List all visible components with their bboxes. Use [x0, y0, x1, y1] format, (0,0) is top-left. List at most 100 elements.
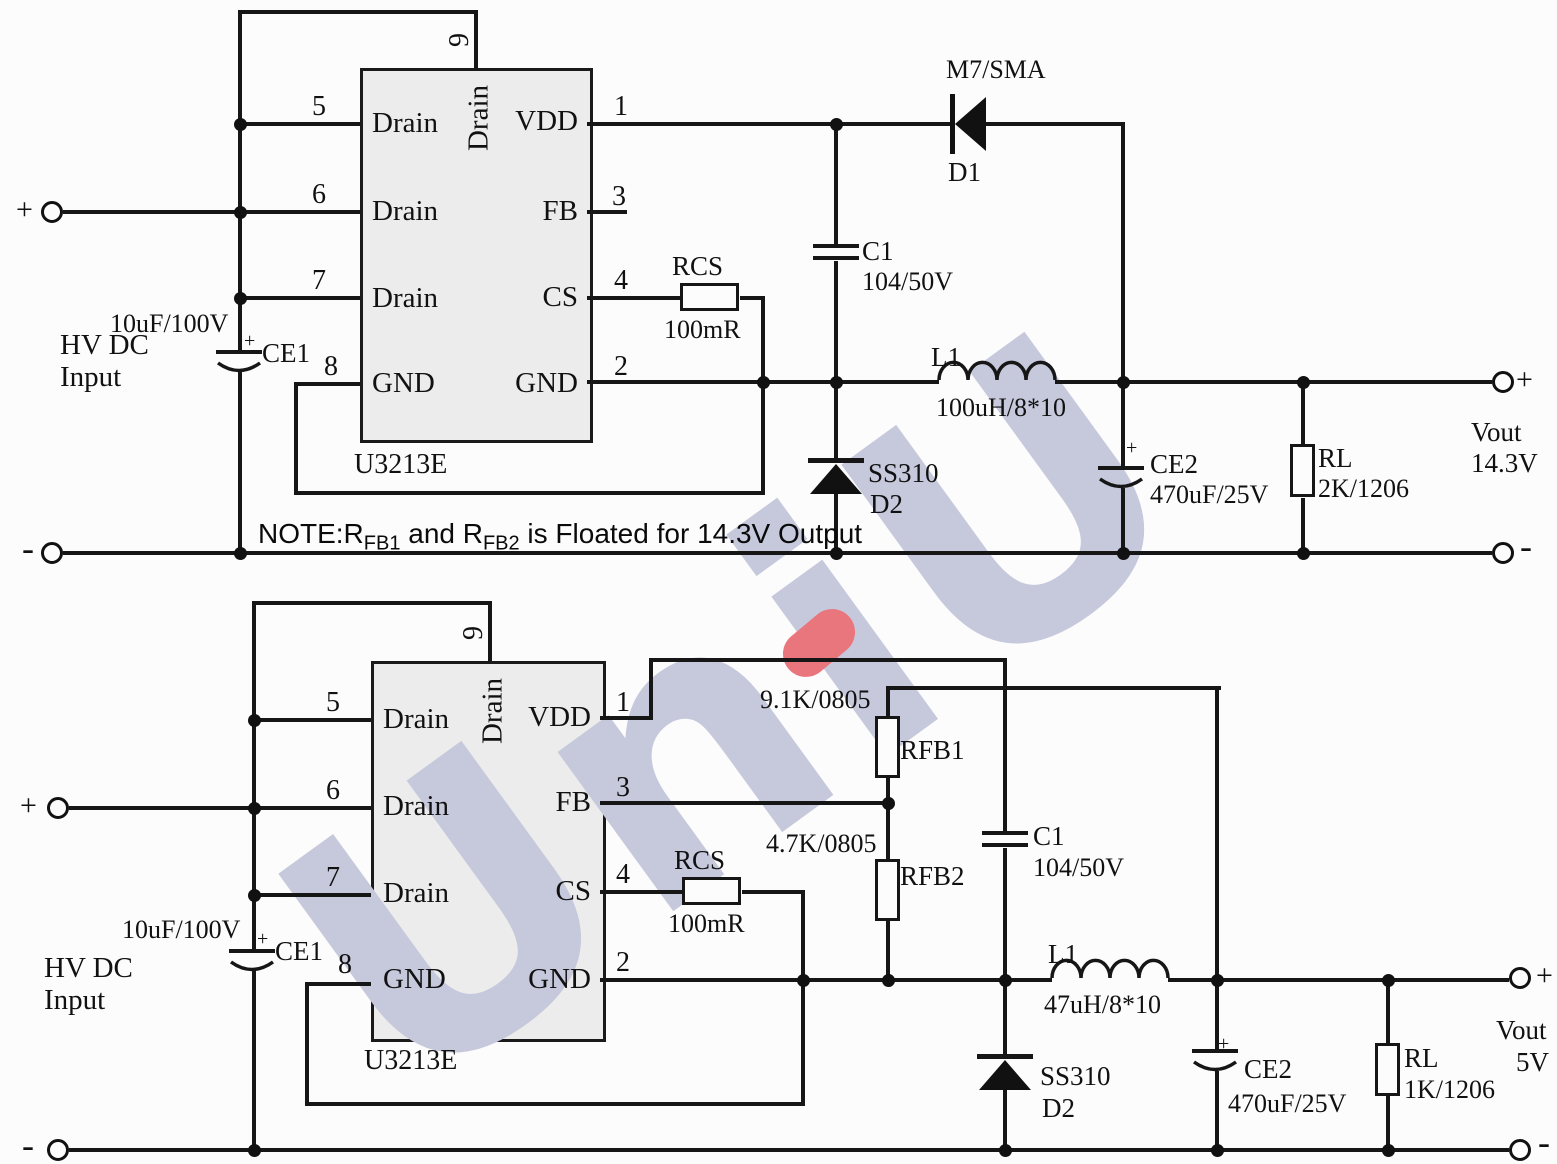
pin-label-drain: Drain — [383, 877, 450, 909]
pin-label-gnd: GND — [372, 367, 435, 399]
rcs-label: RCS — [672, 251, 724, 281]
wire-gnd-loop — [305, 982, 309, 1106]
terminal-input-plus — [41, 201, 63, 223]
wire-rl-bottom — [1301, 498, 1305, 555]
pin-label-gnd: GND — [515, 367, 578, 399]
terminal-output-minus — [1492, 542, 1514, 564]
pin-label-cs: CS — [555, 875, 591, 907]
wire-pin8 — [307, 982, 371, 986]
wire-pin9 — [474, 10, 478, 68]
hv-input-label: Input — [60, 361, 122, 393]
l1-value: 47uH/8*10 — [1044, 990, 1161, 1019]
wire-pin3-stub — [587, 210, 627, 214]
wire-rfb1-top — [886, 686, 890, 718]
junction-dot — [1297, 547, 1310, 560]
wire-rcs-return — [761, 296, 765, 495]
vout-value: 14.3V — [1471, 448, 1538, 478]
terminal-output-plus — [1509, 967, 1531, 989]
wire-feedback-sense — [1215, 686, 1219, 982]
hv-dc-label: HV DC — [44, 952, 133, 984]
junction-dot — [248, 802, 261, 815]
junction-dot — [999, 1144, 1012, 1157]
wire-rl-top — [1386, 978, 1390, 1043]
ce1-value: 10uF/100V — [122, 915, 241, 944]
wire-rfb1-bottom — [886, 776, 890, 805]
wire-pin6 — [63, 210, 360, 214]
wire-rfb2-bottom — [886, 919, 890, 982]
wire-ce2-top — [1121, 380, 1125, 468]
wire-c1-bottom — [1003, 848, 1007, 982]
wire-rfb2-top — [886, 803, 890, 861]
cap-ce1-curved-plate — [229, 960, 275, 972]
wire-pin5 — [254, 718, 371, 722]
rcs-value: 100mR — [668, 909, 745, 938]
junction-dot — [234, 118, 247, 131]
wire — [740, 296, 763, 300]
pin-label-fb: FB — [542, 195, 578, 227]
pin-label-drain-rotated: Drain — [462, 84, 495, 152]
ce1-plus-sign: + — [244, 330, 256, 352]
diode-d2-bar — [977, 1054, 1033, 1059]
wire-pin7 — [240, 296, 360, 300]
wire — [984, 122, 1125, 126]
ce2-plus-sign: + — [1126, 437, 1138, 459]
pin-number-9: 9 — [444, 33, 475, 47]
rcs-label: RCS — [674, 845, 726, 875]
vout-value: 5V — [1516, 1047, 1549, 1077]
wire-ce2-top — [1215, 978, 1219, 1051]
note-sub-fb1: FB1 — [363, 532, 401, 555]
pin-number-6: 6 — [326, 775, 340, 806]
cap-ce2-curved-plate — [1098, 477, 1144, 489]
wire-pin4 — [587, 296, 680, 300]
pin-label-drain: Drain — [372, 282, 439, 314]
rl-label: RL — [1318, 443, 1353, 473]
d2-part: SS310 — [1040, 1061, 1111, 1091]
pin-number-8: 8 — [338, 949, 352, 980]
wire-c1-top — [1003, 658, 1007, 833]
pin-number-1: 1 — [614, 91, 628, 122]
junction-dot — [1211, 974, 1224, 987]
pin-number-3: 3 — [616, 772, 630, 803]
wire — [252, 971, 256, 1152]
junction-dot — [830, 376, 843, 389]
pin-label-cs: CS — [542, 281, 578, 313]
wire-rl-top — [1301, 380, 1305, 444]
diode-d2 — [979, 1060, 1031, 1090]
cap-c1-plate — [813, 244, 859, 248]
wire-pin7 — [254, 893, 371, 897]
pin-label-vdd: VDD — [515, 105, 578, 137]
l1-label: L1 — [1048, 939, 1078, 969]
wire — [649, 658, 653, 720]
cap-c1-plate — [813, 256, 859, 260]
ce2-value: 470uF/25V — [1150, 480, 1269, 509]
ic-u3213e-top — [360, 68, 593, 443]
junction-dot — [1297, 376, 1310, 389]
rl-label: RL — [1404, 1043, 1439, 1073]
cap-c1-plate — [982, 831, 1028, 835]
output-minus-sign: - — [1538, 1122, 1550, 1162]
wire-d1-return — [1121, 122, 1125, 382]
wire-ground-rail — [63, 551, 1492, 555]
ce2-label: CE2 — [1244, 1054, 1293, 1084]
cap-ce2-plate — [1192, 1049, 1238, 1053]
junction-dot — [1117, 376, 1130, 389]
terminal-input-plus — [47, 797, 69, 819]
hv-dc-label: HV DC — [60, 329, 149, 361]
l1-value: 100uH/8*10 — [936, 393, 1066, 422]
terminal-input-minus — [41, 542, 63, 564]
wire-switch-rail — [600, 978, 1052, 982]
pin-number-4: 4 — [614, 265, 628, 296]
wire-ground-rail — [69, 1148, 1509, 1152]
terminal-output-minus — [1509, 1139, 1531, 1161]
pin-number-2: 2 — [616, 947, 630, 978]
wire-rcs-return — [801, 890, 805, 1106]
ce1-value: 10uF/100V — [110, 309, 229, 338]
cap-ce2-plate — [1098, 466, 1144, 470]
watermark-accent-shape — [773, 599, 865, 687]
vout-label: Vout — [1496, 1015, 1547, 1045]
wire-output-rail — [1055, 380, 1492, 384]
d2-label: D2 — [1042, 1093, 1075, 1123]
pin-number-1: 1 — [616, 687, 630, 718]
terminal-output-plus — [1492, 371, 1514, 393]
diode-d2-bar — [808, 458, 864, 463]
